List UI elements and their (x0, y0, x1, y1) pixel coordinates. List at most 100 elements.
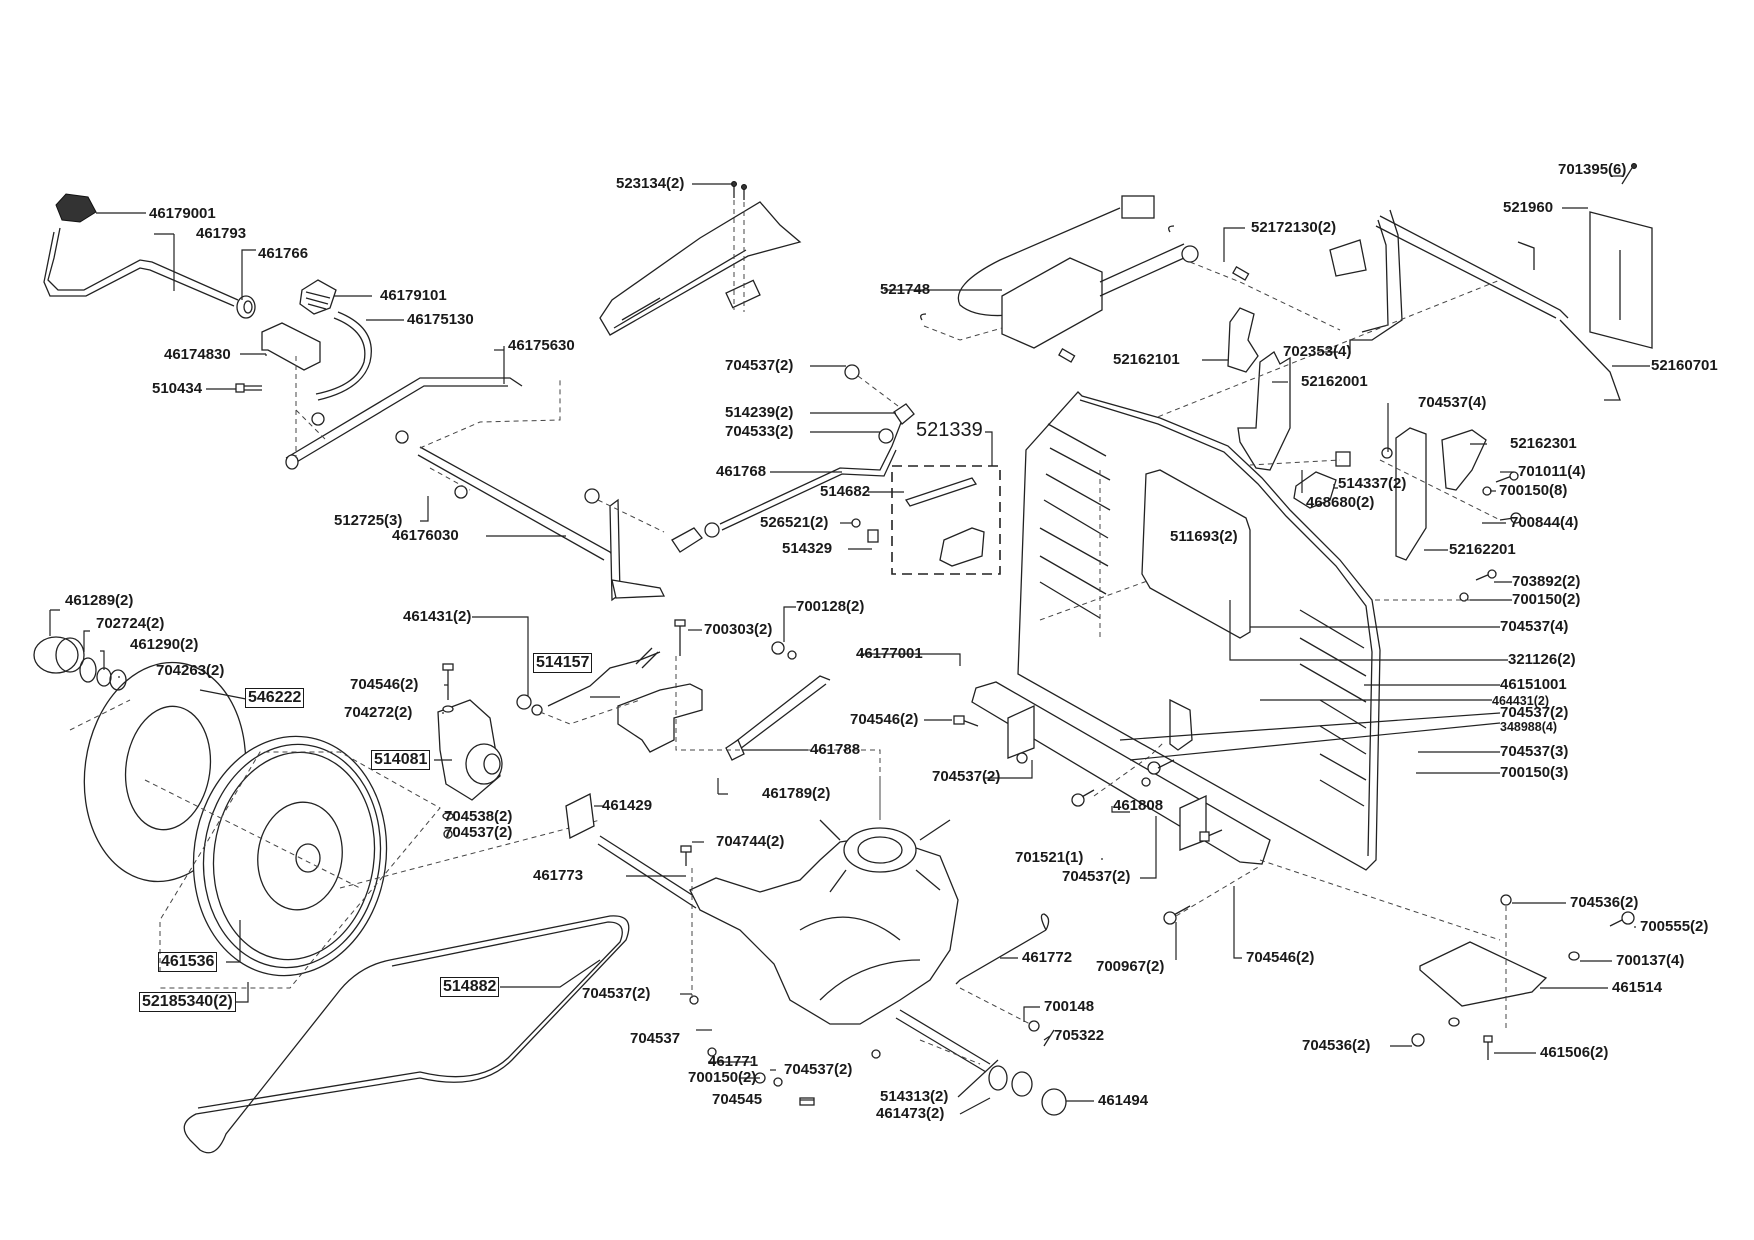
part-label-701011[interactable]: 701011(4) (1518, 463, 1586, 480)
part-label-514882[interactable]: 514882 (440, 977, 500, 997)
part-label-704272[interactable]: 704272(2) (344, 704, 413, 721)
part-label-52162001[interactable]: 52162001 (1301, 373, 1368, 390)
part-label-704537-4b[interactable]: 704537(4) (1500, 618, 1569, 635)
part-label-703892[interactable]: 703892(2) (1512, 573, 1581, 590)
part-label-321126[interactable]: 321126(2) (1508, 651, 1576, 668)
part-label-700303[interactable]: 700303(2) (704, 621, 773, 638)
bolt-510434 (235, 383, 262, 393)
part-label-46179101[interactable]: 46179101 (380, 287, 447, 304)
part-label-700150-2b[interactable]: 700150(2) (688, 1069, 757, 1086)
part-label-704537-e[interactable]: 704537(2) (1062, 868, 1131, 885)
part-label-704546-c[interactable]: 704546(2) (1246, 949, 1315, 966)
part-label-521748[interactable]: 521748 (880, 281, 931, 298)
part-label-705322[interactable]: 705322 (1054, 1027, 1105, 1044)
part-label-461290[interactable]: 461290(2) (130, 636, 199, 653)
part-label-461766[interactable]: 461766 (258, 245, 309, 262)
hub-parts (33, 636, 127, 691)
part-label-468680[interactable]: 468680(2) (1306, 494, 1375, 511)
part-label-514682[interactable]: 514682 (820, 483, 871, 500)
part-label-46177001[interactable]: 46177001 (856, 645, 923, 662)
kit-label-521339[interactable]: 521339 (916, 419, 983, 441)
part-label-461429[interactable]: 461429 (602, 797, 653, 814)
part-label-704545[interactable]: 704545 (712, 1091, 763, 1108)
part-label-700844[interactable]: 700844(4) (1510, 514, 1579, 531)
part-label-461536[interactable]: 461536 (158, 952, 218, 972)
part-label-704537-a[interactable]: 704537(2) (725, 357, 794, 374)
part-label-704536-a[interactable]: 704536(2) (1570, 894, 1639, 911)
part-label-52160701[interactable]: 52160701 (1651, 357, 1718, 374)
rod-461788 (725, 641, 831, 761)
part-label-704538[interactable]: 704538(2) (444, 808, 513, 825)
part-label-348988[interactable]: 348988(4) (1500, 720, 1557, 734)
part-label-510434[interactable]: 510434 (152, 380, 203, 397)
part-label-461772[interactable]: 461772 (1022, 949, 1073, 966)
part-label-461768[interactable]: 461768 (716, 463, 767, 480)
part-label-704537-3[interactable]: 704537(3) (1500, 743, 1569, 760)
part-label-464431[interactable]: 464431(2) (1492, 694, 1549, 708)
part-label-700150-3[interactable]: 700150(3) (1500, 764, 1569, 781)
part-label-52185340[interactable]: 52185340(2) (139, 992, 236, 1012)
fender-panel (1017, 391, 1381, 871)
part-label-702724[interactable]: 702724(2) (96, 615, 165, 632)
part-label-704546-a[interactable]: 704546(2) (350, 676, 419, 693)
switch-parts-514682 (904, 477, 978, 507)
part-label-526521[interactable]: 526521(2) (760, 514, 829, 531)
part-label-704263[interactable]: 704263(2) (156, 662, 225, 679)
part-label-461431[interactable]: 461431(2) (403, 608, 472, 625)
part-label-52162101[interactable]: 52162101 (1113, 351, 1180, 368)
part-label-461793[interactable]: 461793 (196, 225, 247, 242)
part-label-700150-8[interactable]: 700150(8) (1499, 482, 1568, 499)
part-label-461506[interactable]: 461506(2) (1540, 1044, 1609, 1061)
part-label-46175130[interactable]: 46175130 (407, 311, 474, 328)
part-label-514239[interactable]: 514239(2) (725, 404, 794, 421)
part-label-704537-h[interactable]: 704537(2) (784, 1061, 853, 1078)
part-label-704536-b[interactable]: 704536(2) (1302, 1037, 1371, 1054)
part-label-46176030[interactable]: 46176030 (392, 527, 459, 544)
part-label-46151001[interactable]: 46151001 (1500, 676, 1567, 693)
part-label-512725[interactable]: 512725(3) (334, 512, 403, 529)
part-label-704533[interactable]: 704533(2) (725, 423, 794, 440)
part-label-700150-2[interactable]: 700150(2) (1512, 591, 1581, 608)
part-label-700137[interactable]: 700137(4) (1616, 952, 1685, 969)
part-label-461494[interactable]: 461494 (1098, 1092, 1149, 1109)
part-label-704546-b[interactable]: 704546(2) (850, 711, 919, 728)
part-label-702353[interactable]: 702353(4) (1283, 343, 1352, 360)
part-label-523134[interactable]: 523134(2) (616, 175, 685, 192)
part-label-46175630[interactable]: 46175630 (508, 337, 575, 354)
part-label-461789[interactable]: 461789(2) (762, 785, 831, 802)
part-label-514329[interactable]: 514329 (782, 540, 833, 557)
part-label-52162201[interactable]: 52162201 (1449, 541, 1516, 558)
part-label-52162301[interactable]: 52162301 (1510, 435, 1577, 452)
part-label-461808[interactable]: 461808 (1113, 797, 1164, 814)
part-label-514337[interactable]: 514337(2) (1338, 475, 1407, 492)
part-label-461771[interactable]: 461771 (708, 1053, 759, 1070)
part-label-700555[interactable]: 700555(2) (1640, 918, 1709, 935)
part-label-461773[interactable]: 461773 (533, 867, 584, 884)
part-label-461788[interactable]: 461788 (810, 741, 861, 758)
part-label-704537-b[interactable]: 704537(2) (444, 824, 513, 841)
part-label-704537-2c[interactable]: 704537(2) (1500, 704, 1569, 721)
part-label-700967[interactable]: 700967(2) (1096, 958, 1165, 975)
part-label-546222[interactable]: 546222 (245, 688, 305, 708)
part-label-701521[interactable]: 701521(1) (1015, 849, 1084, 866)
part-label-700148[interactable]: 700148 (1044, 998, 1095, 1015)
part-label-461289[interactable]: 461289(2) (65, 592, 134, 609)
part-label-521960[interactable]: 521960 (1503, 199, 1554, 216)
part-label-511693[interactable]: 511693(2) (1170, 528, 1238, 545)
part-label-461514[interactable]: 461514 (1612, 979, 1663, 996)
part-label-514313[interactable]: 514313(2) (880, 1088, 949, 1105)
part-label-704537-4a[interactable]: 704537(4) (1418, 394, 1487, 411)
part-label-46179001[interactable]: 46179001 (149, 205, 216, 222)
part-label-704537-g[interactable]: 704537 (630, 1030, 681, 1047)
part-label-514081[interactable]: 514081 (371, 750, 431, 770)
part-label-514157[interactable]: 514157 (533, 653, 593, 673)
part-label-461473[interactable]: 461473(2) (876, 1105, 945, 1122)
safety-switch-468680 (1293, 451, 1351, 509)
part-label-700128[interactable]: 700128(2) (796, 598, 865, 615)
part-label-704537-d[interactable]: 704537(2) (932, 768, 1001, 785)
part-label-701395[interactable]: 701395(6) (1558, 161, 1627, 178)
part-label-46174830[interactable]: 46174830 (164, 346, 231, 363)
part-label-704537-f[interactable]: 704537(2) (582, 985, 651, 1002)
part-label-704744[interactable]: 704744(2) (716, 833, 785, 850)
part-label-52172130[interactable]: 52172130(2) (1251, 219, 1337, 236)
